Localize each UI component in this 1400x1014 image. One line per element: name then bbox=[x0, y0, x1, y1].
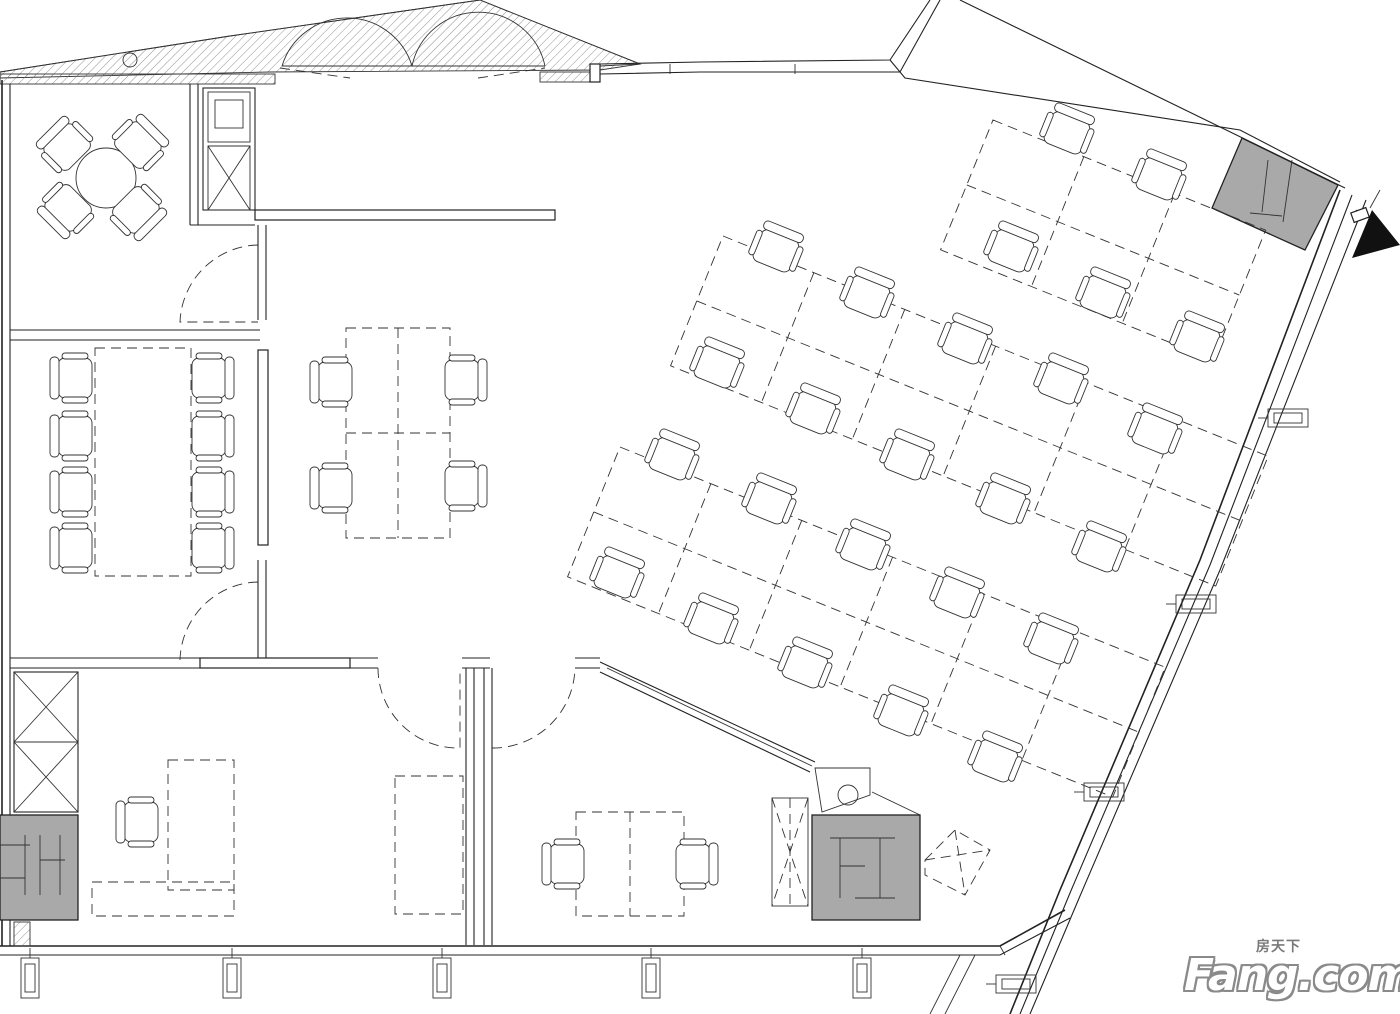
chair-12 bbox=[191, 522, 235, 574]
watermark-cn: 房天下 bbox=[1256, 939, 1301, 955]
chair-44 bbox=[967, 730, 1023, 783]
top-right-service-shaft bbox=[1211, 137, 1339, 251]
left-exterior-wall bbox=[1, 80, 11, 946]
radiator-9 bbox=[986, 974, 1037, 994]
chair-21 bbox=[1131, 148, 1187, 201]
chair-34 bbox=[1071, 520, 1127, 573]
interior-partitions bbox=[10, 84, 816, 945]
chair-28 bbox=[1033, 352, 1089, 405]
workstation-divider-1-1 bbox=[1031, 156, 1085, 287]
workstation-divider-3-3 bbox=[839, 556, 894, 688]
radiator-1 bbox=[20, 948, 40, 999]
open-room-desks bbox=[345, 327, 451, 539]
chair-29 bbox=[1127, 402, 1183, 455]
chair-35 bbox=[644, 428, 700, 481]
office-furniture bbox=[91, 759, 685, 917]
chair-17 bbox=[115, 796, 159, 848]
watermark-en: Fang.com bbox=[1184, 950, 1400, 1001]
radiator-3 bbox=[432, 948, 452, 999]
chair-5 bbox=[49, 352, 93, 404]
chair-1 bbox=[35, 115, 94, 174]
chair-2 bbox=[111, 113, 170, 172]
chair-27 bbox=[937, 312, 993, 365]
chair-30 bbox=[689, 336, 745, 389]
lounge-table bbox=[75, 147, 137, 209]
right-service-shaft bbox=[771, 767, 991, 921]
radiator-2 bbox=[222, 948, 242, 999]
chair-41 bbox=[683, 592, 739, 645]
workstation-divider-2-4 bbox=[1033, 382, 1087, 513]
chair-40 bbox=[589, 546, 645, 599]
roof-canopy bbox=[0, 0, 642, 79]
workstation-divider-2-2 bbox=[851, 309, 906, 440]
window-radiators bbox=[20, 408, 1309, 999]
chair-22 bbox=[983, 220, 1039, 273]
workstation-divider-3-2 bbox=[748, 520, 803, 651]
chair-24 bbox=[1169, 310, 1225, 363]
right-exterior-wall bbox=[1009, 189, 1381, 1014]
watermark: 房天下 Fang.com bbox=[1184, 936, 1400, 1002]
chair-36 bbox=[741, 472, 797, 525]
main-entrance-doors bbox=[279, 11, 546, 79]
radiator-7 bbox=[1166, 594, 1217, 614]
chair-26 bbox=[839, 266, 895, 319]
chair-3 bbox=[36, 181, 95, 240]
chair-6 bbox=[191, 352, 235, 404]
chair-10 bbox=[191, 466, 235, 518]
workstation-divider-2-1 bbox=[761, 272, 815, 403]
chair-42 bbox=[777, 636, 833, 689]
chair-38 bbox=[929, 566, 985, 619]
chair-14 bbox=[444, 354, 488, 406]
chair-25 bbox=[748, 220, 804, 273]
radiator-5 bbox=[852, 948, 872, 999]
workstation-spine-1 bbox=[966, 184, 1240, 296]
boardroom-table bbox=[94, 347, 192, 577]
chair-32 bbox=[879, 428, 935, 481]
chair-39 bbox=[1023, 612, 1079, 665]
workstation-divider-2-3 bbox=[942, 345, 997, 477]
chair-13 bbox=[309, 356, 353, 408]
chair-9 bbox=[49, 466, 93, 518]
left-service-shaft bbox=[0, 671, 79, 947]
radiator-8 bbox=[1074, 782, 1125, 802]
workstation-divider-1-2 bbox=[1121, 193, 1176, 324]
chair-23 bbox=[1075, 266, 1131, 319]
chair-31 bbox=[785, 382, 841, 435]
service-core-top bbox=[202, 87, 256, 211]
chair-8 bbox=[191, 410, 235, 462]
radiator-4 bbox=[641, 948, 661, 999]
chair-11 bbox=[49, 522, 93, 574]
chair-16 bbox=[444, 460, 488, 512]
chair-43 bbox=[873, 684, 929, 737]
chair-15 bbox=[309, 462, 353, 514]
chair-4 bbox=[109, 183, 168, 242]
chairs bbox=[35, 102, 1225, 890]
chair-20 bbox=[1039, 102, 1095, 155]
door-swings bbox=[179, 244, 576, 749]
chair-37 bbox=[835, 518, 891, 571]
chair-33 bbox=[975, 472, 1031, 525]
radiator-6 bbox=[1258, 408, 1309, 428]
chair-18 bbox=[541, 838, 585, 890]
bottom-exterior-wall bbox=[0, 909, 1071, 1014]
north-arrow-icon bbox=[1352, 210, 1400, 258]
chair-19 bbox=[675, 838, 719, 890]
chair-7 bbox=[49, 410, 93, 462]
workstation-divider-3-1 bbox=[658, 483, 712, 614]
